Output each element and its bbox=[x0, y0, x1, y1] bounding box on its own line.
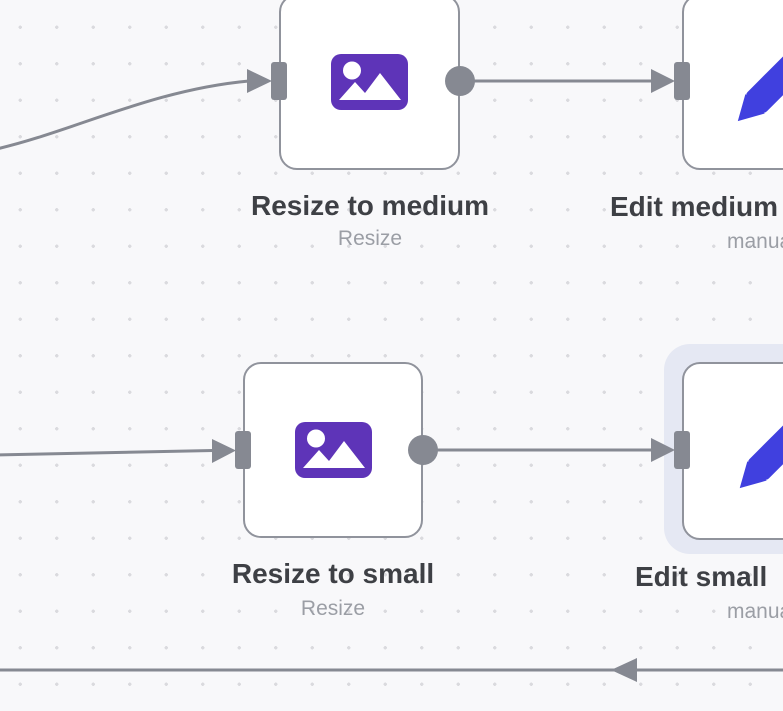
node-title[interactable]: Edit medium bbox=[610, 191, 779, 222]
node-subtitle: manual bbox=[727, 600, 783, 623]
node-edit-small[interactable] bbox=[682, 362, 783, 540]
image-icon bbox=[294, 422, 372, 478]
node-resize-to-small[interactable] bbox=[243, 362, 423, 538]
node-subtitle: Resize bbox=[337, 227, 403, 250]
node-edit-medium[interactable] bbox=[682, 0, 783, 170]
connection-to-resize-small[interactable] bbox=[0, 449, 214, 457]
node-subtitle: manual bbox=[727, 230, 783, 253]
arrowhead-icon bbox=[247, 69, 272, 93]
node-subtitle: Resize bbox=[300, 597, 366, 620]
connection-to-resize-medium[interactable] bbox=[0, 79, 250, 150]
node-title[interactable]: Resize to medium bbox=[250, 190, 490, 221]
pencil-icon bbox=[737, 0, 783, 122]
node-title[interactable]: Resize to small bbox=[231, 558, 435, 589]
node-resize-to-medium[interactable] bbox=[279, 0, 460, 170]
arrowhead-icon bbox=[212, 439, 236, 463]
arrowhead-left-icon bbox=[611, 658, 637, 682]
pencil-icon bbox=[739, 364, 783, 489]
node-title[interactable]: Edit small bbox=[635, 561, 768, 592]
arrowhead-icon bbox=[651, 69, 675, 93]
image-icon bbox=[331, 54, 408, 110]
